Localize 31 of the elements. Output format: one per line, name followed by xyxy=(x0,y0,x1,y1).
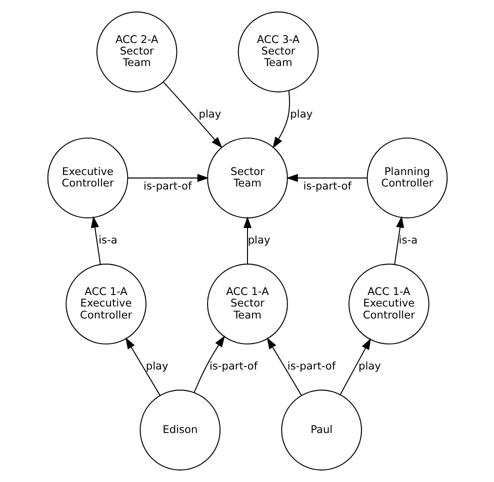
node-circle: Planning Controller xyxy=(366,138,448,218)
node-circle: Executive Controller xyxy=(46,138,128,218)
edge-label: is-part-of xyxy=(302,180,351,192)
arrow xyxy=(162,82,222,148)
arrow xyxy=(90,216,100,265)
arrow xyxy=(124,337,160,396)
edge-label: is-a xyxy=(398,234,418,247)
edge-label: play xyxy=(145,360,168,373)
arrow xyxy=(242,216,252,264)
arrow xyxy=(266,337,302,396)
node-circle: ACC 1-A Executive Controller xyxy=(348,264,429,344)
edge-label: is-part-of xyxy=(208,360,258,373)
arrow xyxy=(127,174,208,182)
node-circle: Edison xyxy=(139,390,220,470)
node-circle: ACC 1-A Sector Team xyxy=(206,264,288,344)
node-circle: Paul xyxy=(280,390,362,470)
arrow xyxy=(394,216,404,265)
edge-label: is-a xyxy=(98,234,117,247)
edge-label: play xyxy=(358,360,380,373)
arrow xyxy=(272,90,290,148)
arrow xyxy=(193,336,224,394)
arrow xyxy=(286,174,368,182)
node-circle: ACC 1-A Executive Controller xyxy=(65,264,146,344)
node-circle: ACC 2-A Sector Team xyxy=(96,12,177,92)
edge-label: is-part-of xyxy=(286,360,336,373)
edge-label: play xyxy=(247,234,270,247)
edge-label: is-part-of xyxy=(143,180,192,192)
edge-label: play xyxy=(198,108,221,121)
arrow xyxy=(339,338,370,396)
edge-label: play xyxy=(290,108,312,121)
node-circle: ACC 3-A Sector Team xyxy=(237,12,318,92)
